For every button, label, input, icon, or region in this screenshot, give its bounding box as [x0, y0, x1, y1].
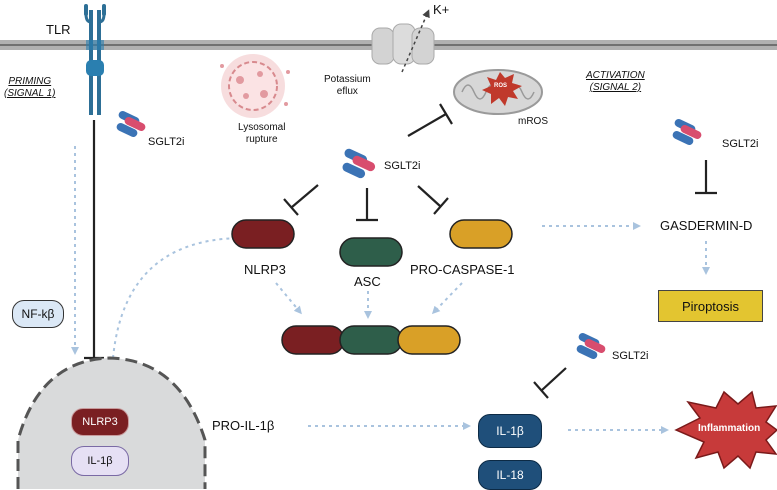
ros-label: ROS [494, 83, 508, 89]
sglt2i-label-priming: SGLT2i [148, 136, 185, 148]
inhibit-line-gasdermin [695, 160, 717, 195]
inhibit-line-asc [356, 188, 378, 222]
inflammation-label: Inflammation [698, 423, 761, 434]
sglt2i-drug-icon [342, 148, 376, 179]
asc-pill [339, 237, 403, 267]
tlr-label: TLR [46, 22, 71, 37]
inhibit-line-nlrp3 [283, 184, 319, 216]
sglt2i-drug-icon [672, 119, 702, 145]
lysosomal-rupture-label: Lysosomal rupture [238, 122, 286, 145]
inhibit-line-mros [407, 103, 453, 137]
il18-box: IL-18 [478, 460, 542, 490]
pro-caspase-1-label: PRO-CASPASE-1 [410, 262, 515, 277]
nucleus-nlrp3-pill: NLRP3 [71, 408, 129, 436]
sglt2i-label-il1b: SGLT2i [612, 350, 649, 362]
inhibit-line-il1b [533, 367, 567, 399]
potassium-channel-icon [371, 9, 435, 73]
nucleus-il1b-pill: IL-1β [71, 446, 129, 476]
ros-burst-icon [482, 72, 522, 106]
sglt2i-drug-icon [116, 111, 146, 137]
mitochondrion-icon [453, 69, 543, 115]
gasdermin-d-label: GASDERMIN-D [660, 218, 753, 233]
nf-kb-box: NF-kβ [12, 300, 64, 328]
sglt2i-drug-icon [576, 333, 606, 359]
inflammasome-complex [281, 325, 461, 355]
priming-label: PRIMING (SIGNAL 1) [4, 76, 56, 99]
caspase-pill [449, 219, 513, 249]
inflammation-burst-icon [674, 390, 777, 470]
il1b-box: IL-1β [478, 414, 542, 448]
sglt2i-label-activation: SGLT2i [722, 138, 759, 150]
pro-il1b-label: PRO-IL-1β [212, 418, 275, 433]
potassium-efflux-label: Potassium eflux [324, 74, 371, 97]
sglt2i-label-center: SGLT2i [384, 160, 421, 172]
mros-label: mROS [518, 116, 548, 127]
lysosome-icon [220, 54, 290, 118]
tlr-receptor-icon [84, 4, 106, 115]
k-plus-label: K+ [433, 2, 450, 17]
nlrp3-label: NLRP3 [244, 262, 286, 277]
inhibit-line-caspase [417, 185, 449, 215]
arrow-nucleus-to-nlrp3 [111, 234, 243, 373]
nlrp3-pill [231, 219, 295, 249]
pyroptosis-box: Piroptosis [658, 290, 763, 322]
activation-label: ACTIVATION (SIGNAL 2) [586, 70, 645, 93]
asc-label: ASC [354, 274, 381, 289]
